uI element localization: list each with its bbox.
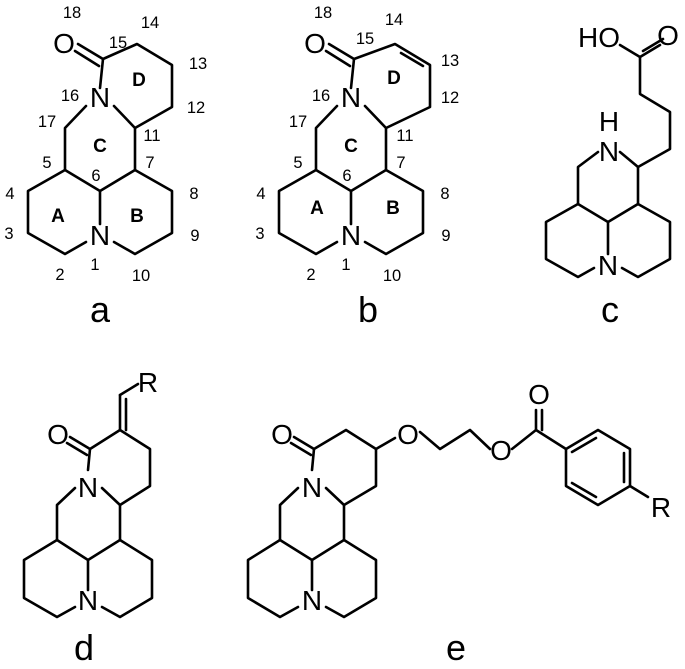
position-number: 1 <box>341 256 350 274</box>
position-number: 15 <box>356 30 374 48</box>
atom-o-label: O <box>657 20 679 51</box>
position-number: 11 <box>143 127 160 145</box>
position-number: 17 <box>289 113 307 131</box>
position-number: 7 <box>396 154 405 172</box>
molecule-c: HO O H N N c <box>544 20 679 330</box>
position-number: 8 <box>440 185 449 203</box>
molecule-b: N N O 1 2 3 4 5 6 7 8 9 10 11 12 13 14 1… <box>255 4 459 330</box>
atom-o-carbonyl-label: O <box>271 419 293 450</box>
molecule-a: N N O 1 2 3 4 5 6 7 8 9 10 11 12 13 14 1… <box>4 4 207 330</box>
atom-n1-label: N <box>90 220 110 251</box>
position-number: 10 <box>383 267 401 285</box>
position-number: 12 <box>441 89 459 107</box>
position-number: 9 <box>190 227 199 245</box>
molecule-e-bonds <box>246 408 650 619</box>
position-number: 9 <box>441 227 450 245</box>
atom-n-amide-label: N <box>78 472 98 503</box>
position-number: 6 <box>342 167 351 185</box>
position-number: 2 <box>55 266 64 284</box>
position-number: 8 <box>189 185 198 203</box>
position-number: 5 <box>42 154 51 172</box>
position-number: 14 <box>141 14 159 32</box>
position-number: 7 <box>145 154 154 172</box>
ring-label: D <box>132 70 146 91</box>
molecule-c-bonds <box>544 37 672 279</box>
ring-label: B <box>130 206 144 227</box>
ring-label: C <box>93 136 107 157</box>
molecule-a-bonds <box>26 42 174 256</box>
position-number: 15 <box>109 34 127 52</box>
ring-label: A <box>51 206 65 227</box>
atom-h-label: H <box>599 106 619 137</box>
position-number: 10 <box>132 267 150 285</box>
position-number: 5 <box>293 154 302 172</box>
atom-n16-label: N <box>341 82 361 113</box>
panel-label-e: e <box>446 627 466 668</box>
position-number: 13 <box>189 55 207 73</box>
atom-n-label: N <box>302 585 322 616</box>
molecule-b-bonds <box>277 42 432 256</box>
molecule-d: R O N N d <box>22 367 158 668</box>
position-number: 3 <box>255 225 264 243</box>
panel-label-c: c <box>601 289 619 330</box>
molecule-e: O O O O N N R e <box>246 379 671 668</box>
atom-ho-label: HO <box>578 22 620 53</box>
atom-o18-label: O <box>304 28 326 59</box>
atom-o-ether-label: O <box>397 419 419 450</box>
position-number: 14 <box>385 11 403 29</box>
ring-label: A <box>310 198 324 219</box>
position-number: 18 <box>314 4 332 22</box>
atom-n16-label: N <box>90 82 110 113</box>
atom-n-label: N <box>598 250 618 281</box>
position-number: 17 <box>38 113 56 131</box>
position-number: 3 <box>4 225 13 243</box>
molecule-d-bonds <box>22 382 154 619</box>
position-number: 16 <box>61 87 79 105</box>
ring-label: C <box>344 136 358 157</box>
ring-label: B <box>386 198 400 219</box>
position-number: 11 <box>396 127 413 145</box>
position-number: 12 <box>187 99 205 117</box>
panel-label-d: d <box>74 627 94 668</box>
position-number: 18 <box>63 4 81 22</box>
atom-r-label: R <box>651 492 671 523</box>
atom-n-nh-label: N <box>599 136 619 167</box>
ring-label: D <box>387 68 401 89</box>
position-number: 16 <box>312 87 330 105</box>
atom-o-label: O <box>47 419 69 450</box>
atom-n-label: N <box>78 585 98 616</box>
position-number: 1 <box>90 256 99 274</box>
atom-o18-label: O <box>53 28 75 59</box>
position-number: 2 <box>306 266 315 284</box>
atom-o-ester-carbonyl-label: O <box>528 379 550 410</box>
position-number: 6 <box>91 167 100 185</box>
atom-n1-label: N <box>341 220 361 251</box>
position-number: 13 <box>441 52 459 70</box>
panel-label-b: b <box>358 289 378 330</box>
atom-o-ester-label: O <box>490 435 512 466</box>
position-number: 4 <box>5 185 14 203</box>
atom-r-label: R <box>138 367 158 398</box>
panel-label-a: a <box>90 289 111 330</box>
position-number: 4 <box>256 185 265 203</box>
atom-n-amide-label: N <box>302 472 322 503</box>
